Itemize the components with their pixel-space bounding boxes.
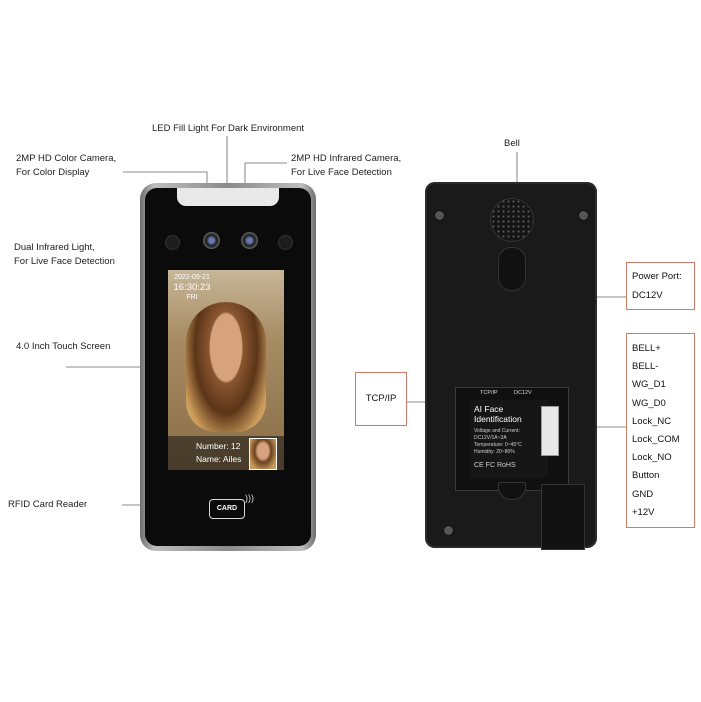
- dual-ir-label-line2: For Live Face Detection: [14, 256, 115, 267]
- mounting-slot: [498, 247, 526, 291]
- nfc-wave-icon: ))): [245, 493, 254, 503]
- power-port-callout: Power Port: DC12V: [626, 262, 695, 310]
- rear-label-plate: TCP/IP DC12V AI Face Identification Volt…: [455, 387, 569, 491]
- sticker-spec-line: Humidity: 20~80%: [474, 449, 515, 455]
- wiring-item: WG_D0: [632, 397, 666, 409]
- wiring-item: WG_D1: [632, 379, 666, 391]
- power-port-label-line2: DC12V: [632, 290, 663, 301]
- wiring-item: Lock_NC: [632, 415, 672, 427]
- device-front: 2022-09-21 16:30:23 FRI Number: 12 Name:…: [140, 183, 316, 551]
- wiring-callout: BELL+ BELL- WG_D1 WG_D0 Lock_NC Lock_COM…: [626, 333, 695, 528]
- number-text: Number: 12: [196, 441, 241, 451]
- wiring-item: GND: [632, 488, 654, 500]
- sticker-title-line2: Identification: [474, 414, 522, 424]
- bell-label: Bell: [504, 138, 520, 149]
- sticker-spec-line: DC12V/1A~3A: [474, 435, 507, 441]
- identity-panel: Number: 12 Name: Ailes: [168, 436, 284, 470]
- infrared-light-left-icon: [165, 235, 180, 250]
- spec-sticker: AI Face Identification Voltage and Curre…: [470, 400, 548, 478]
- color-camera-icon: [203, 232, 220, 249]
- port-dc-text: DC12V: [514, 390, 532, 396]
- led-fill-light-label: LED Fill Light For Dark Environment: [152, 123, 305, 134]
- color-camera-label-line1: 2MP HD Color Camera,: [16, 153, 117, 164]
- sticker-spec-line: Voltage and Current:: [474, 428, 520, 434]
- touch-screen[interactable]: 2022-09-21 16:30:23 FRI Number: 12 Name:…: [168, 270, 284, 470]
- rfid-reader-label: RFID Card Reader: [8, 499, 88, 510]
- dual-ir-label-line1: Dual Infrared Light,: [14, 242, 95, 253]
- device-back: TCP/IP DC12V AI Face Identification Volt…: [425, 182, 597, 550]
- wiring-item: BELL+: [632, 343, 661, 354]
- sticker-title-line1: AI Face: [474, 404, 504, 414]
- sticker-spec-line: Temperature: 0~45°C: [474, 442, 522, 448]
- screw-icon: [443, 525, 454, 536]
- certification-marks: CE FC RoHS: [474, 462, 516, 469]
- rfid-card-reader[interactable]: CARD: [209, 499, 245, 519]
- bell-speaker-icon: [490, 198, 534, 242]
- infrared-camera-icon: [241, 232, 258, 249]
- port-tcpip-text: TCP/IP: [480, 390, 498, 396]
- cable-channel: [541, 484, 585, 550]
- face-image: [186, 302, 266, 432]
- screw-icon: [434, 210, 445, 221]
- device-front-bezel: 2022-09-21 16:30:23 FRI Number: 12 Name:…: [145, 188, 311, 546]
- face-thumbnail: [249, 438, 277, 470]
- infrared-camera-label-line2: For Live Face Detection: [291, 167, 392, 178]
- date-text: 2022-09-21: [174, 274, 210, 281]
- tcpip-label: TCP/IP: [365, 393, 397, 404]
- wiring-item: Lock_NO: [632, 452, 672, 464]
- bottom-slot: [498, 482, 526, 500]
- datetime-display: 2022-09-21 16:30:23 FRI: [172, 273, 212, 302]
- touch-screen-label: 4.0 Inch Touch Screen: [16, 341, 111, 352]
- time-text: 16:30:23: [173, 282, 211, 293]
- wiring-item: +12V: [632, 506, 655, 518]
- infrared-camera-label-line1: 2MP HD Infrared Camera,: [291, 153, 402, 164]
- led-fill-light: [177, 188, 279, 206]
- name-text: Name: Ailes: [196, 454, 242, 464]
- screw-icon: [578, 210, 589, 221]
- wiring-item: Lock_COM: [632, 434, 680, 446]
- wiring-terminal-connector: [541, 406, 559, 456]
- weekday-text: FRI: [186, 294, 198, 301]
- tcpip-callout: TCP/IP: [355, 372, 407, 426]
- power-port-label-line1: Power Port:: [632, 271, 682, 282]
- wiring-item: BELL-: [632, 361, 659, 373]
- infrared-light-right-icon: [278, 235, 293, 250]
- wiring-item: Button: [632, 470, 660, 482]
- color-camera-label-line2: For Color Display: [16, 167, 90, 178]
